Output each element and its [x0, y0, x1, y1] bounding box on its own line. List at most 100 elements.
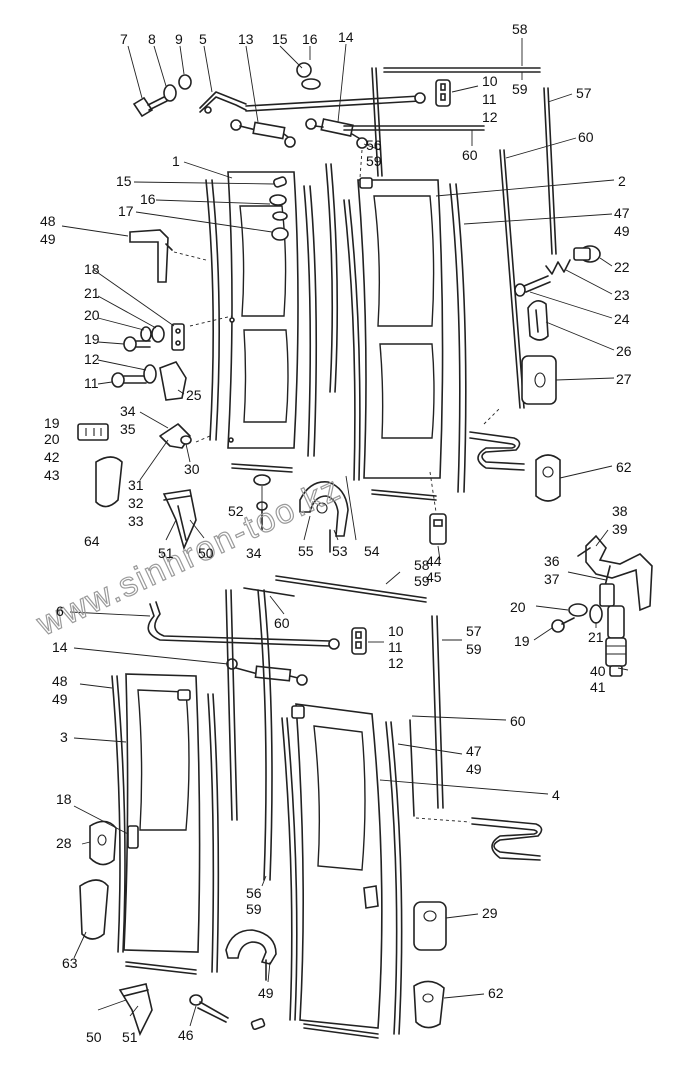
- callout-39: 39: [612, 521, 628, 537]
- callout-50-b: 50: [86, 1029, 102, 1045]
- bolt-19: [123, 336, 151, 352]
- callout-59-b: 59: [366, 153, 382, 169]
- cover-27: [521, 355, 557, 405]
- callout-labels: 7 8 9 5 13 15 16 14 58 59 57 10 11 12 56…: [40, 21, 632, 1045]
- washer-52: [253, 474, 271, 486]
- handle-62-lower: [413, 980, 445, 1029]
- callout-22: 22: [614, 259, 630, 275]
- handle-26: [527, 300, 549, 341]
- seal-strip-57-lower: [431, 615, 439, 809]
- callout-16-b: 16: [140, 191, 156, 207]
- callout-7: 7: [120, 31, 128, 47]
- seal-strip-door2-left: [343, 199, 356, 481]
- callout-60-c: 60: [274, 615, 290, 631]
- callout-62-b: 62: [488, 985, 504, 1001]
- callout-23: 23: [614, 287, 630, 303]
- spring-clip-lower: [471, 817, 543, 857]
- callout-20: 20: [84, 307, 100, 323]
- callout-18: 18: [84, 261, 100, 277]
- handle-62-upper: [535, 454, 561, 502]
- seal-strip-door1-left: [205, 179, 214, 441]
- door-2: [357, 177, 444, 479]
- seal-strip-48-lower: [111, 675, 121, 953]
- callout-49: 49: [40, 231, 56, 247]
- washer-8: [163, 84, 177, 102]
- callout-56: 56: [366, 137, 382, 153]
- door-1: [227, 171, 299, 449]
- callout-1: 1: [172, 153, 180, 169]
- callout-12: 12: [482, 109, 498, 125]
- callout-9: 9: [175, 31, 183, 47]
- callout-41: 41: [590, 679, 606, 695]
- spring-23: [545, 259, 571, 275]
- callout-34: 34: [120, 403, 136, 419]
- callout-12-b: 12: [84, 351, 100, 367]
- nut-9: [178, 74, 192, 90]
- callout-44: 44: [426, 553, 442, 569]
- cap-17: [271, 227, 289, 241]
- bolt-19-lock: [551, 617, 575, 633]
- callout-5: 5: [199, 31, 207, 47]
- washer-21: [151, 325, 165, 343]
- upper-assembly: [77, 62, 601, 553]
- bracket-10: [435, 79, 451, 107]
- mount-44: [429, 513, 447, 545]
- strut-14: [305, 118, 368, 149]
- callout-59-e: 59: [246, 901, 262, 917]
- spring-clip-upper: [469, 431, 525, 465]
- callout-53: 53: [332, 543, 348, 559]
- callout-58: 58: [512, 21, 528, 37]
- hinge-plate-18-lower: [127, 825, 139, 849]
- seal-strip-door3-right: [207, 693, 215, 973]
- callout-56-b: 56: [246, 885, 262, 901]
- hinge-50: [162, 489, 197, 551]
- callout-63: 63: [62, 955, 78, 971]
- callout-11: 11: [482, 91, 497, 107]
- callout-13: 13: [238, 31, 254, 47]
- washer-21-lock: [589, 604, 603, 624]
- callout-10-b: 10: [388, 623, 404, 639]
- callout-49-d: 49: [466, 761, 482, 777]
- callout-14: 14: [338, 29, 354, 45]
- callout-36: 36: [544, 553, 560, 569]
- cover-63: [79, 879, 109, 940]
- callout-51-b: 51: [122, 1029, 138, 1045]
- callout-59-c: 59: [414, 573, 430, 589]
- callout-59-d: 59: [466, 641, 482, 657]
- sill-lower-right: [303, 1023, 379, 1035]
- callout-37: 37: [544, 571, 560, 587]
- callout-57: 57: [576, 85, 592, 101]
- seal-strip-47-lower: [385, 721, 398, 1035]
- seal-strip-door1-right: [303, 185, 312, 457]
- callout-24: 24: [614, 311, 630, 327]
- handle-29: [413, 901, 447, 951]
- callout-40: 40: [590, 663, 606, 679]
- callout-35: 35: [120, 421, 136, 437]
- lock-mechanism-36: [577, 534, 653, 677]
- callout-50: 50: [198, 545, 214, 561]
- callout-11-b: 11: [84, 375, 99, 391]
- rod-60-lower: [243, 587, 295, 597]
- lower-assembly: [79, 534, 653, 1039]
- callout-48-b: 48: [52, 673, 68, 689]
- callout-47-b: 47: [466, 743, 482, 759]
- bolt-11: [111, 372, 147, 388]
- callout-26: 26: [616, 343, 632, 359]
- callout-47: 47: [614, 205, 630, 221]
- sill-lower-left: [125, 961, 197, 971]
- callout-51: 51: [158, 545, 174, 561]
- callout-3: 3: [60, 729, 68, 745]
- callout-11-c: 11: [388, 639, 403, 655]
- callout-15: 15: [272, 31, 288, 47]
- callout-29: 29: [482, 905, 498, 921]
- seal-strip-center-a: [371, 67, 379, 177]
- callout-62: 62: [616, 459, 632, 475]
- callout-60-d: 60: [510, 713, 526, 729]
- plate-19: [77, 423, 109, 441]
- leader-lines: [61, 38, 629, 1027]
- seal-clip-55: [299, 481, 349, 553]
- seal-strip-60-lower: [409, 719, 415, 817]
- callout-49-e: 49: [258, 985, 274, 1001]
- washer-20: [140, 326, 152, 342]
- callout-25: 25: [186, 387, 202, 403]
